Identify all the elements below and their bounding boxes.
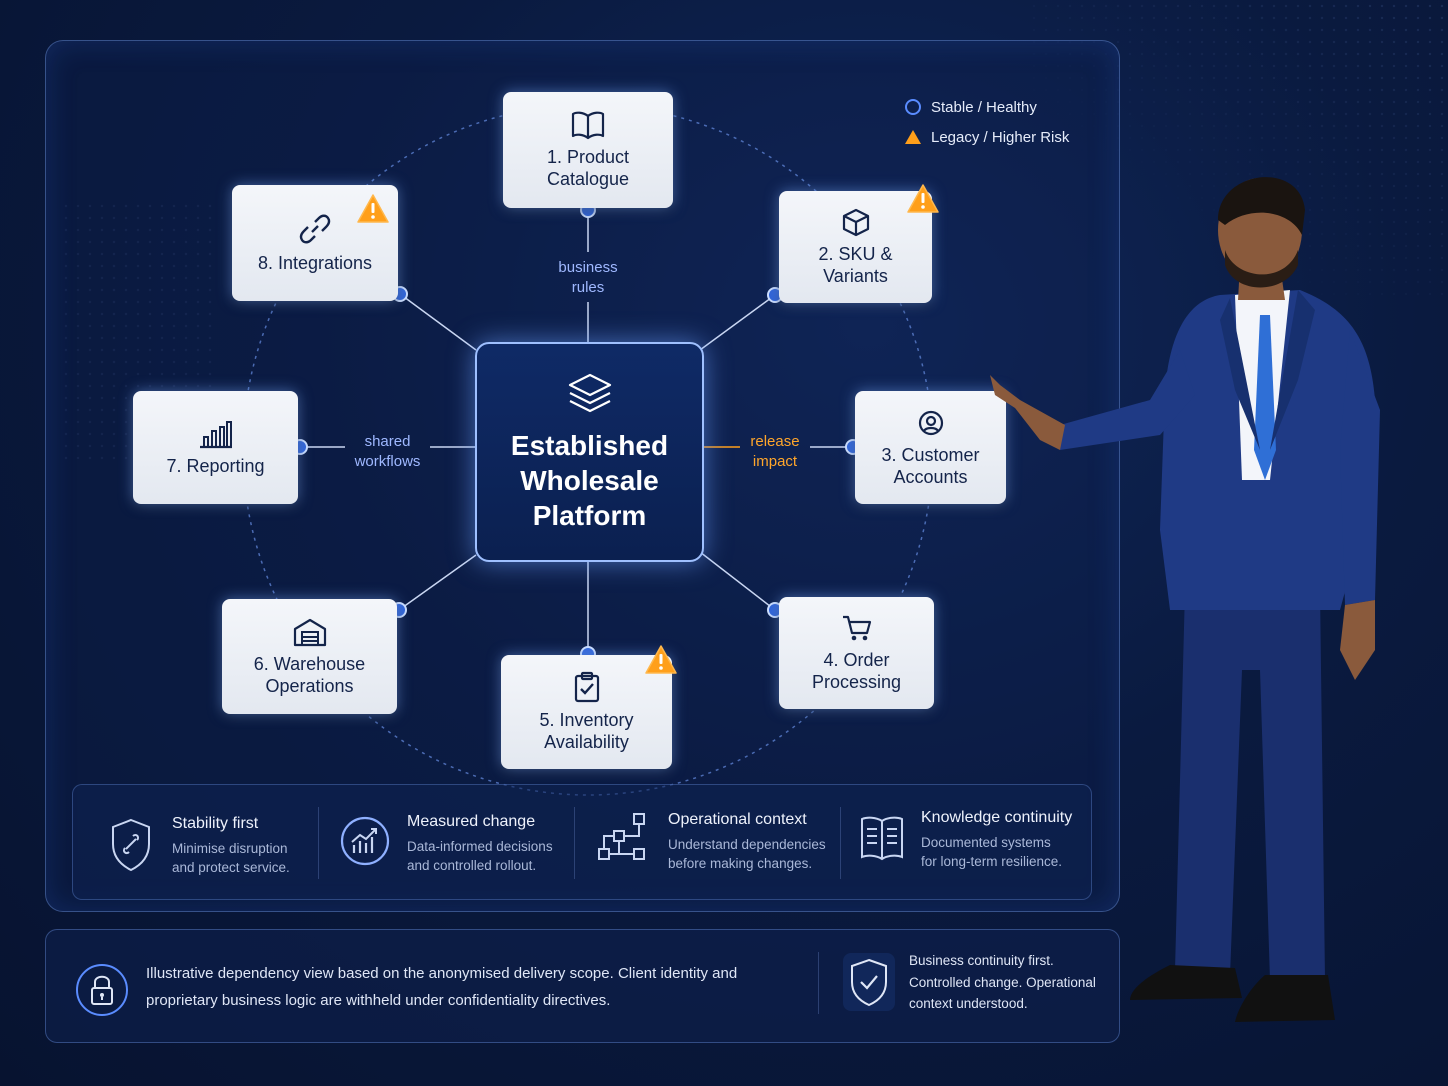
- legend-label: Legacy / Higher Risk: [931, 128, 1070, 146]
- lock-icon: [76, 964, 128, 1016]
- clipboard-check-icon: [574, 671, 599, 703]
- warning-triangle-icon: [905, 130, 921, 144]
- node-warehouse-operations[interactable]: 6. Warehouse Operations: [222, 599, 397, 714]
- principle-operational-context: Operational context Understand dependenc…: [578, 785, 838, 899]
- divider: [818, 952, 819, 1014]
- node-label: 7. Reporting: [166, 455, 265, 476]
- node-label: 1. Product Catalogue: [546, 147, 630, 189]
- legend-label: Stable / Healthy: [931, 98, 1037, 116]
- node-reporting[interactable]: 7. Reporting: [133, 391, 298, 504]
- cube-icon: [842, 208, 869, 237]
- legend-item-legacy: Legacy / Higher Risk: [905, 122, 1069, 152]
- circle-icon: [905, 99, 921, 115]
- node-label: 4. Order Processing: [811, 650, 902, 692]
- principle-text: Data-informed decisions and controlled r…: [407, 839, 553, 873]
- cart-icon: [842, 615, 871, 641]
- node-inventory-availability[interactable]: 5. Inventory Availability: [501, 655, 672, 769]
- principle-stability: Stability first Minimise disruption and …: [73, 785, 318, 899]
- warehouse-icon: [293, 618, 326, 646]
- divider: [840, 807, 841, 879]
- node-label: 5. Inventory Availability: [539, 710, 634, 752]
- principle-title: Knowledge continuity: [921, 809, 1073, 826]
- node-sku-variants[interactable]: 2. SKU & Variants: [779, 191, 932, 303]
- principle-measured-change: Measured change Data-informed decisions …: [323, 785, 573, 899]
- shield-check-icon: [843, 953, 895, 1011]
- node-label: 8. Integrations: [257, 253, 373, 273]
- node-product-catalogue[interactable]: 1. Product Catalogue: [503, 92, 673, 208]
- principle-text: Documented systems for long-term resilie…: [921, 835, 1063, 869]
- node-order-processing[interactable]: 4. Order Processing: [779, 597, 934, 709]
- node-customer-accounts[interactable]: 3. Customer Accounts: [855, 391, 1006, 504]
- principles-bar: Stability first Minimise disruption and …: [72, 784, 1092, 900]
- principle-text: Minimise disruption and protect service.: [172, 841, 290, 875]
- principle-knowledge-continuity: Knowledge continuity Documented systems …: [843, 785, 1088, 899]
- legend: Stable / Healthy Legacy / Higher Risk: [905, 92, 1069, 152]
- presenter-illustration: [990, 177, 1380, 1022]
- divider: [318, 807, 319, 879]
- principle-title: Operational context: [668, 811, 807, 828]
- user-icon: [918, 410, 943, 435]
- bar-chart-icon: [199, 420, 232, 448]
- footer-disclaimer-panel: Illustrative dependency view based on th…: [45, 929, 1120, 1043]
- center-node-platform[interactable]: Established Wholesale Platform: [475, 342, 704, 562]
- center-label: Established Wholesale Platform: [510, 429, 669, 531]
- principle-title: Measured change: [407, 813, 536, 830]
- continuity-text: Business continuity first. Controlled ch…: [909, 953, 1096, 1011]
- edge-label-release-impact: release impact: [750, 433, 800, 470]
- disclaimer-text: Illustrative dependency view based on th…: [146, 965, 738, 1009]
- principle-text: Understand dependencies before making ch…: [668, 837, 826, 871]
- principle-title: Stability first: [172, 815, 259, 832]
- node-label: 2. SKU & Variants: [818, 244, 893, 286]
- divider: [574, 807, 575, 879]
- flow-diagram-icon: [598, 813, 645, 860]
- layers-icon: [568, 373, 611, 412]
- book-icon: [571, 111, 605, 140]
- trend-chart-icon: [340, 816, 390, 866]
- legend-item-stable: Stable / Healthy: [905, 92, 1069, 122]
- warning-icon: [357, 194, 389, 223]
- open-book-icon: [861, 816, 903, 861]
- link-icon: [299, 214, 331, 244]
- node-label: 6. Warehouse Operations: [253, 653, 366, 696]
- edge-label-shared-workflows: shared workflows: [354, 433, 421, 470]
- node-label: 3. Customer Accounts: [881, 444, 980, 487]
- shield-icon: [112, 818, 150, 872]
- warning-icon: [907, 184, 939, 213]
- warning-icon: [645, 645, 677, 674]
- edge-label-business-rules: business rules: [558, 259, 618, 296]
